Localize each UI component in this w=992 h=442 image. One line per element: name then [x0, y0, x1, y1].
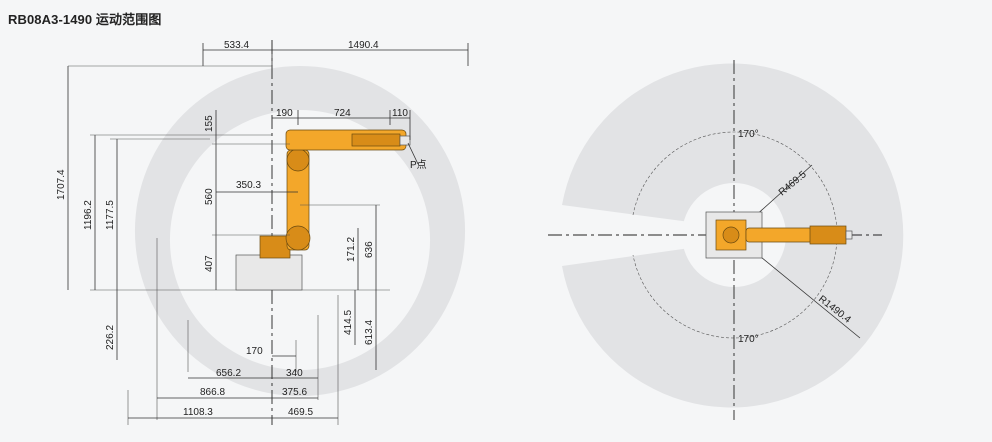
dim-1196-2: 1196.2 — [83, 200, 94, 230]
robot-base — [235, 254, 303, 291]
dim-560: 560 — [204, 188, 215, 205]
top-range-arc — [632, 131, 838, 339]
top-reach-envelope — [562, 63, 904, 408]
dim-375-6: 375.6 — [282, 387, 307, 398]
diagram-title: RB08A3-1490 运动范围图 — [8, 12, 162, 27]
top-robot-joint — [722, 226, 740, 244]
dim-636: 636 — [364, 241, 375, 258]
dim-155: 155 — [204, 115, 215, 132]
dim-469-5: 469.5 — [288, 407, 313, 418]
dim-226-2: 226.2 — [105, 325, 116, 350]
dim-340: 340 — [286, 368, 303, 379]
dim-407: 407 — [204, 255, 215, 272]
dim-1490-4: 1490.4 — [348, 40, 379, 51]
angle-top-label: 170° — [738, 129, 759, 140]
point-label: P点 — [410, 159, 427, 171]
robot-flange — [399, 135, 411, 146]
dim-170: 170 — [246, 346, 263, 357]
dim-171-2: 171.2 — [346, 237, 357, 262]
dim-1707-4: 1707.4 — [56, 169, 67, 200]
dim-724: 724 — [334, 108, 351, 119]
dim-414-5: 414.5 — [343, 310, 354, 335]
robot-joint-2 — [285, 225, 311, 251]
angle-bottom-label: 170° — [738, 334, 759, 345]
dim-613-4: 613.4 — [364, 320, 375, 345]
dim-533-4: 533.4 — [224, 40, 249, 51]
dim-1177-5: 1177.5 — [105, 200, 116, 230]
robot-forearm — [351, 133, 401, 147]
top-robot-flange — [845, 230, 853, 240]
side-view: 533.4 1490.4 190 724 110 P点 1707.4 1196.… — [56, 40, 469, 425]
dim-1108-3: 1108.3 — [183, 407, 213, 418]
robot-turret — [259, 235, 291, 259]
top-robot-wrist — [809, 225, 847, 245]
dim-350-3: 350.3 — [236, 180, 261, 191]
robot-joint-3 — [286, 148, 310, 172]
top-view: R469.5 R1490.4 170° 170° — [548, 60, 904, 420]
dim-866-8: 866.8 — [200, 387, 225, 398]
dim-110: 110 — [392, 108, 408, 119]
dim-656-2: 656.2 — [216, 368, 241, 379]
dim-190: 190 — [276, 108, 293, 119]
point-leader — [407, 142, 419, 165]
